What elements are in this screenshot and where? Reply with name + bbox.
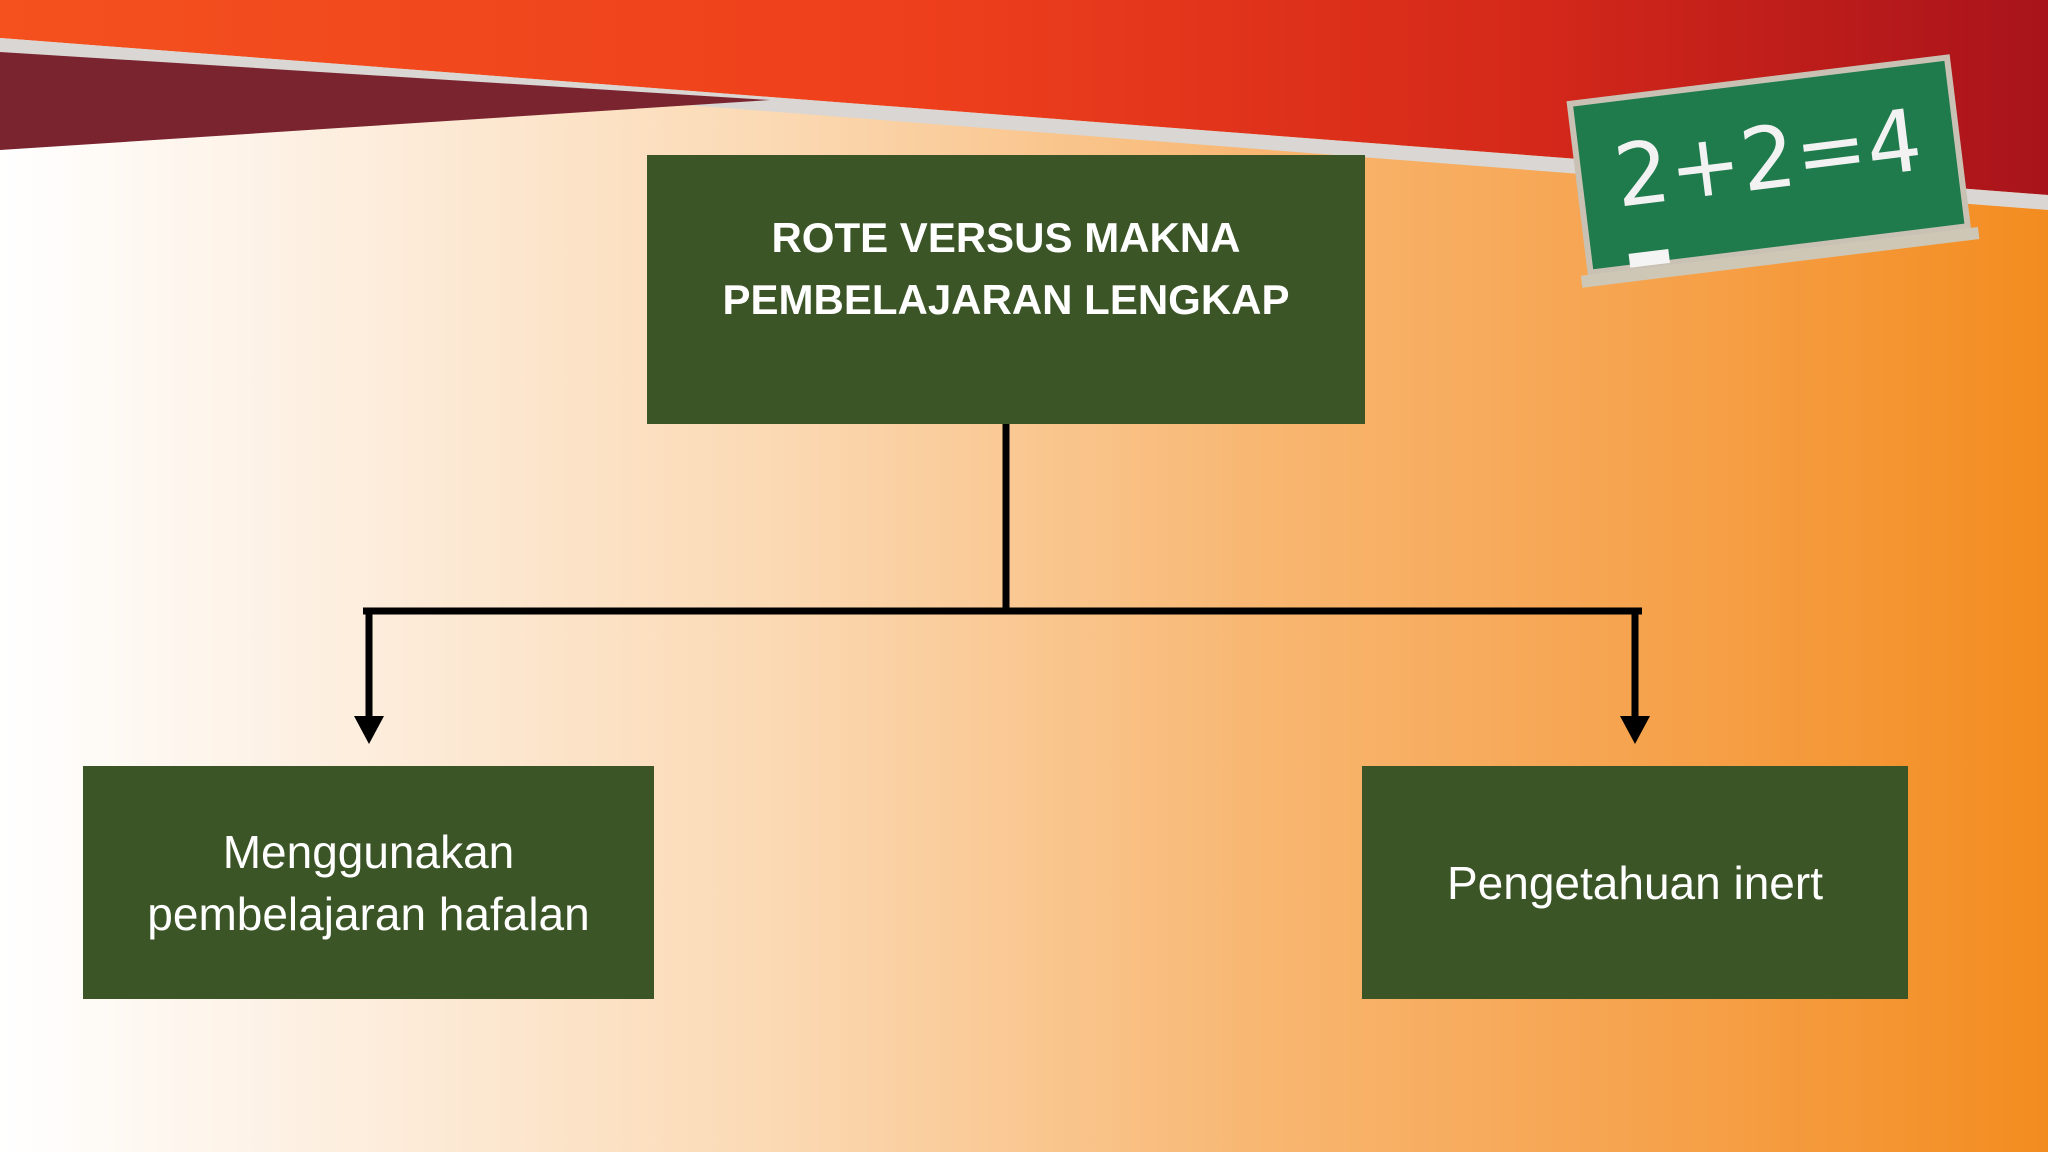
child-node-right: Pengetahuan inert — [1362, 766, 1908, 999]
chalk-icon — [1628, 248, 1670, 268]
banner-maroon-wedge — [0, 52, 770, 150]
banner-red-band — [0, 0, 2048, 195]
chalkboard-ledge — [1580, 227, 1980, 288]
header-banner — [0, 0, 2048, 210]
chalkboard-icon: 2+2=4 — [1566, 54, 1980, 288]
arrowhead-left — [354, 716, 384, 744]
chalkboard-surface — [1566, 54, 1972, 276]
root-node: ROTE VERSUS MAKNA PEMBELAJARAN LENGKAP — [647, 155, 1365, 424]
child-node-left: Menggunakan pembelajaran hafalan — [83, 766, 654, 999]
root-node-label: ROTE VERSUS MAKNA PEMBELAJARAN LENGKAP — [722, 214, 1290, 323]
banner-silver-stripe — [0, 38, 2048, 210]
arrowhead-right — [1620, 716, 1650, 744]
child-node-right-label: Pengetahuan inert — [1447, 856, 1823, 909]
child-node-left-label: Menggunakan pembelajaran hafalan — [147, 825, 590, 940]
